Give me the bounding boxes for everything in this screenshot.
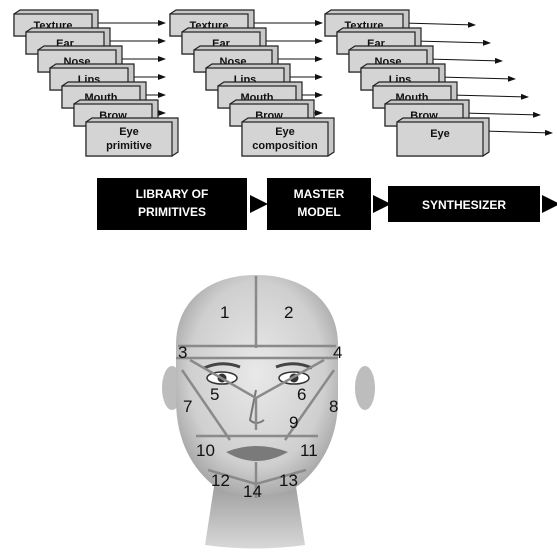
stage-library: LIBRARY OF PRIMITIVES bbox=[97, 178, 247, 230]
card-arrow bbox=[438, 75, 516, 82]
region-label: 14 bbox=[243, 482, 262, 501]
stage-box bbox=[388, 186, 540, 222]
stage-synth: SYNTHESIZER bbox=[388, 186, 540, 222]
stage-master: MASTER MODEL bbox=[267, 178, 371, 230]
region-label: 9 bbox=[289, 413, 298, 432]
region-lines bbox=[176, 276, 338, 498]
region-label: 12 bbox=[211, 471, 230, 490]
card-label: Eye bbox=[119, 126, 139, 138]
card-label: composition bbox=[252, 140, 318, 152]
region-label: 10 bbox=[196, 441, 215, 460]
right-ear bbox=[355, 366, 375, 410]
head-shape bbox=[176, 275, 338, 496]
stage-label: MODEL bbox=[297, 205, 340, 219]
stack-master: TextureEarNoseLipsMouthBrowEyecompositio… bbox=[169, 9, 335, 157]
region-label: 7 bbox=[183, 397, 192, 416]
card-label: Eye bbox=[275, 126, 295, 138]
card-arrow bbox=[462, 111, 541, 118]
stage-label: SYNTHESIZER bbox=[422, 198, 506, 212]
primitive-card bbox=[85, 121, 173, 157]
region-label: 1 bbox=[220, 303, 229, 322]
region-numbers: 1 2 3 4 5 6 7 8 9 10 11 12 13 14 bbox=[178, 303, 342, 501]
stage-box bbox=[267, 178, 371, 230]
card-arrow bbox=[426, 57, 503, 64]
region-label: 6 bbox=[297, 385, 306, 404]
card-arrow bbox=[402, 21, 476, 28]
stage-label: LIBRARY OF bbox=[136, 187, 209, 201]
stage-box bbox=[97, 178, 247, 230]
neck-shape bbox=[205, 480, 305, 549]
lips bbox=[226, 446, 288, 461]
region-label: 4 bbox=[333, 343, 342, 362]
region-label: 13 bbox=[279, 471, 298, 490]
region-label: 5 bbox=[210, 385, 219, 404]
region-label: 11 bbox=[300, 441, 318, 460]
card-arrow bbox=[482, 129, 553, 136]
stage-labels: LIBRARY OF PRIMITIVES MASTER MODEL SYNTHESIZ… bbox=[97, 178, 557, 230]
region-label: 8 bbox=[329, 397, 338, 416]
region-label: 3 bbox=[178, 343, 187, 362]
stage-label: PRIMITIVES bbox=[138, 205, 206, 219]
stage-label: MASTER bbox=[294, 187, 345, 201]
card-label: primitive bbox=[106, 140, 152, 152]
region-label: 2 bbox=[284, 303, 293, 322]
card-arrow bbox=[450, 93, 529, 100]
face-illustration: 1 2 3 4 5 6 7 8 9 10 11 12 13 14 bbox=[162, 275, 375, 549]
card-arrow bbox=[414, 39, 491, 46]
primitive-card bbox=[241, 121, 329, 157]
card-label: Eye bbox=[430, 128, 450, 140]
primitive-card bbox=[396, 121, 484, 157]
